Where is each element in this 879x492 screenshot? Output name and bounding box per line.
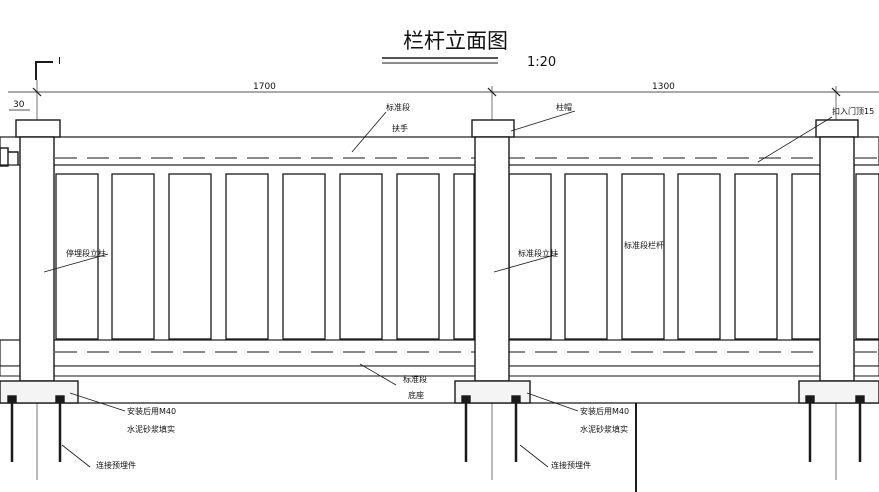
- bolt-nut: [511, 395, 521, 403]
- baluster: [791, 173, 821, 340]
- baluster: [564, 173, 608, 340]
- baluster: [621, 173, 665, 340]
- leader-end-post: [43, 253, 109, 273]
- leader-lines: [43, 110, 833, 468]
- bottom-rail: [0, 339, 879, 367]
- bolt-nut: [805, 395, 815, 403]
- leader-mortar-right: [526, 392, 579, 412]
- section-mark: [35, 61, 53, 80]
- baluster: [282, 173, 326, 340]
- post-body: [19, 136, 55, 382]
- post-cap: [471, 119, 515, 138]
- label-base-2: 底座: [408, 390, 424, 400]
- post-middle: [454, 119, 531, 462]
- post-body: [819, 136, 855, 382]
- baluster: [339, 173, 383, 340]
- baluster: [677, 173, 721, 340]
- bracket-hook: [8, 151, 19, 165]
- label-mortar-right-2: 水泥砂浆填实: [580, 424, 628, 434]
- label-std-baluster: 标准段栏杆: [624, 240, 664, 250]
- label-handrail-1: 标准段: [386, 102, 410, 112]
- leader-post-cap: [510, 110, 576, 132]
- leader-embed-left: [61, 444, 91, 468]
- post-right: [798, 119, 879, 462]
- label-mortar-right-1: 安装后用M40: [580, 406, 629, 416]
- post-body: [474, 136, 510, 382]
- leader-stub: [757, 116, 833, 163]
- leader-base: [359, 363, 397, 386]
- dimension-1300: 1300: [652, 82, 675, 92]
- baluster: [734, 173, 778, 340]
- dimension-1700: 1700: [253, 82, 276, 92]
- leader-mortar-left: [69, 392, 126, 412]
- balusters: [55, 173, 879, 340]
- baluster: [396, 173, 440, 340]
- scale-label: 1:20: [527, 55, 556, 70]
- label-end-post: 停埋段立柱: [66, 248, 106, 258]
- label-embed-left: 连接预埋件: [96, 460, 136, 470]
- label-stub: 扣入门顶15: [832, 106, 874, 116]
- bolt-nut: [7, 395, 17, 403]
- post-left: [0, 119, 79, 462]
- leader-embed-right: [519, 444, 549, 468]
- label-post-cap: 柱帽: [556, 102, 572, 112]
- label-mortar-left-1: 安装后用M40: [127, 406, 176, 416]
- leader-std-post: [493, 253, 559, 273]
- label-base-1: 标准段: [403, 374, 427, 384]
- base-plinth: [0, 365, 879, 377]
- baluster: [225, 173, 269, 340]
- drawing-title: 栏杆立面图: [403, 29, 508, 53]
- post-cap: [15, 119, 61, 138]
- baluster: [453, 173, 475, 340]
- label-handrail-2: 扶手: [392, 123, 408, 133]
- bolt-nut: [55, 395, 65, 403]
- section-mark-label: I: [58, 56, 61, 67]
- bolt-nut: [855, 395, 865, 403]
- baluster: [168, 173, 212, 340]
- baluster: [111, 173, 155, 340]
- label-mortar-left-2: 水泥砂浆填实: [127, 424, 175, 434]
- leader-handrail: [351, 111, 387, 153]
- handrail: [0, 136, 879, 166]
- side-bracket: [0, 147, 9, 167]
- bolt-nut: [461, 395, 471, 403]
- post-base-block: [454, 380, 531, 404]
- label-std-post: 标准段立柱: [518, 248, 558, 258]
- dimension-30: 30: [13, 100, 25, 110]
- baluster: [855, 173, 879, 340]
- label-embed-right: 连接预埋件: [551, 460, 591, 470]
